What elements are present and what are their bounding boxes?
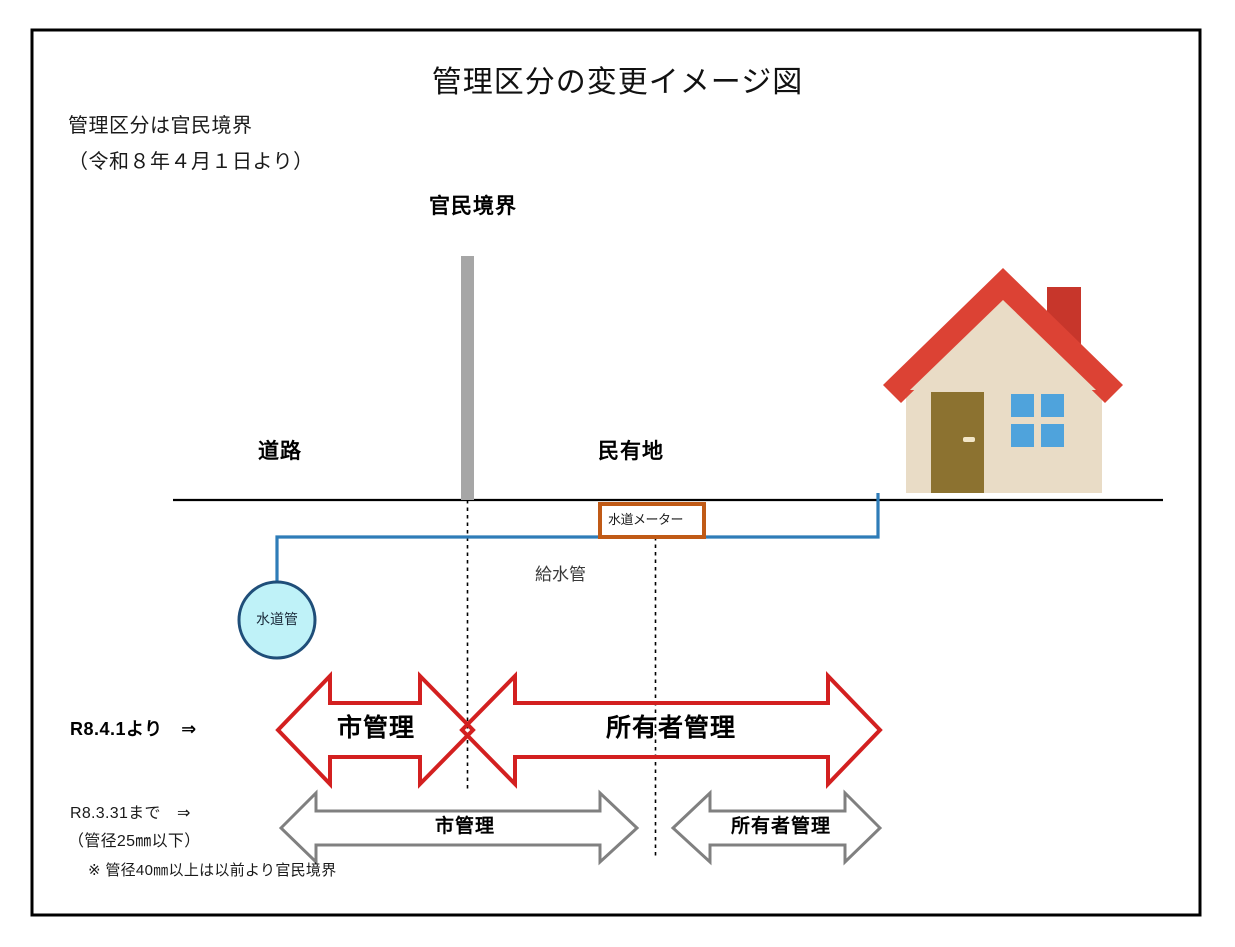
boundary-post-label: 官民境界 (429, 195, 517, 218)
note-line-1: 管理区分は官民境界 (68, 115, 253, 137)
water-main-label: 水道管 (256, 611, 298, 627)
gray-arrow-owner-label: 所有者管理 (730, 816, 831, 837)
new-rule-legend: R8.4.1より ⇒ (70, 719, 197, 739)
page-frame (30, 28, 1202, 917)
note-line-2: （令和８年４月１日より） (68, 151, 314, 173)
gray-arrow-city-label: 市管理 (434, 816, 495, 837)
supply-pipe-label: 給水管 (535, 565, 586, 584)
water-supply-pipe (275, 493, 880, 620)
red-arrow-city-label: 市管理 (336, 714, 415, 742)
old-rule-legend: R8.3.31まで ⇒ (70, 805, 191, 822)
gray-arrow-city (278, 789, 640, 866)
water-main-node (237, 580, 317, 660)
road-label: 道路 (258, 440, 302, 463)
boundary-post (461, 256, 474, 500)
water-meter-box (598, 502, 706, 539)
gray-arrow-owner (670, 789, 883, 866)
red-arrow-owner (459, 671, 883, 789)
house-illustration (883, 268, 1123, 493)
page-title: 管理区分の変更イメージ図 (431, 66, 804, 99)
red-arrow-owner-label: 所有者管理 (605, 714, 736, 742)
private-land-label: 民有地 (598, 440, 664, 463)
footnote: ※ 管径40㎜以上は以前より官民境界 (88, 862, 337, 879)
water-meter-label: 水道メーター (608, 512, 684, 527)
red-arrow-city (275, 671, 476, 789)
old-rule-sub: （管径25㎜以下） (68, 833, 201, 850)
